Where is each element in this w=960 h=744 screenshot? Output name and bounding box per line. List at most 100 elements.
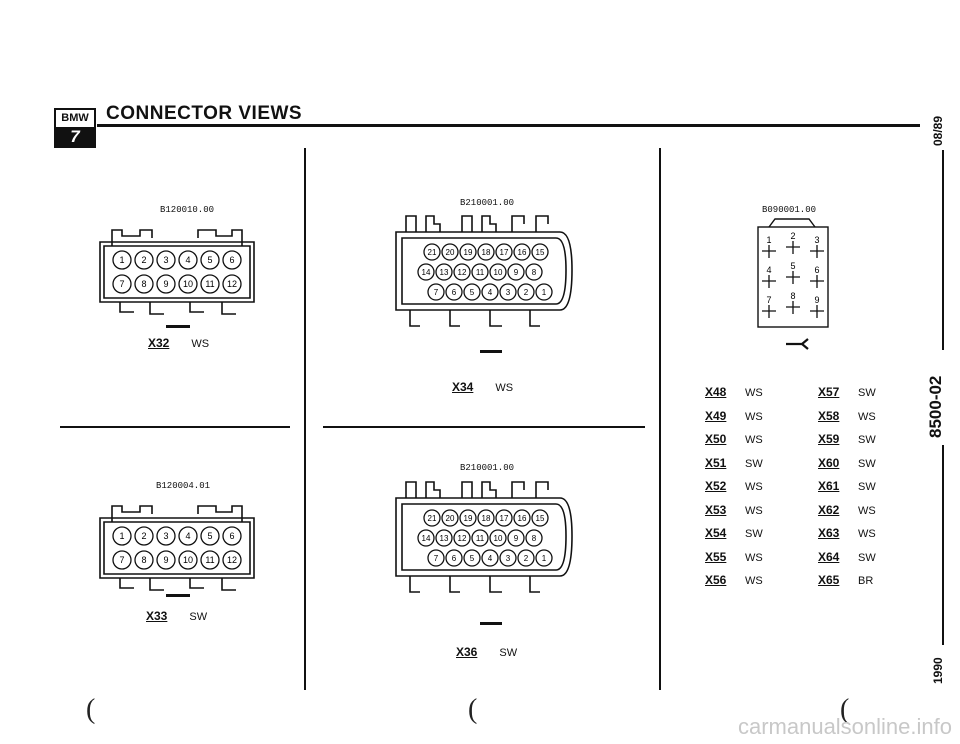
pin-number: 18 [482, 248, 491, 257]
pin-number: 4 [488, 288, 493, 297]
pin-circle [112, 526, 132, 546]
wire-color: SW [858, 387, 876, 399]
pin-circle [453, 263, 471, 281]
connector-id: X52 [705, 479, 727, 493]
pin-number: 11 [205, 279, 214, 289]
pin-number: 4 [766, 265, 771, 275]
pin-number: 9 [514, 268, 519, 277]
pin-circle [112, 550, 132, 570]
column-divider-1 [304, 148, 306, 690]
pin-number: 7 [119, 555, 124, 565]
pin-number: 7 [434, 288, 439, 297]
pin-circle [525, 263, 543, 281]
bmw-logo: BMW 7 [54, 108, 96, 148]
pin-circle [459, 243, 477, 261]
pin-terminal [762, 305, 776, 318]
pin-number: 5 [207, 255, 212, 265]
pin-number: 19 [464, 514, 473, 523]
pin-circle [178, 274, 198, 294]
connector-id: X56 [705, 573, 727, 587]
pin-circle [200, 274, 220, 294]
pin-circle [156, 250, 176, 270]
pin-circle [463, 283, 481, 301]
pin-number: 7 [766, 295, 771, 305]
pin-number: 4 [488, 554, 493, 563]
pin-number: 8 [532, 268, 537, 277]
pin-circle [471, 263, 489, 281]
pin-circle [178, 250, 198, 270]
pin-circle [481, 549, 499, 567]
pin-number: 13 [440, 534, 449, 543]
connector-id: X34 [452, 380, 474, 394]
pin-number: 17 [500, 248, 509, 257]
wire-color: SW [858, 434, 876, 446]
part-number: B210001.00 [460, 198, 515, 208]
pin-number: 12 [227, 279, 237, 289]
pin-circle [427, 283, 445, 301]
pin-number: 18 [482, 514, 491, 523]
connector-id: X50 [705, 432, 727, 446]
pin-circle [134, 274, 154, 294]
wire-color: SW [745, 457, 763, 470]
pin-circle [156, 274, 176, 294]
pin-circle [427, 549, 445, 567]
connector-id: X58 [818, 408, 840, 423]
pin-circle [417, 263, 435, 281]
pin-number: 5 [207, 531, 212, 541]
pin-circle [513, 243, 531, 261]
wire-color: WS [858, 528, 876, 540]
pin-number: 14 [422, 534, 431, 543]
pin-number: 2 [524, 554, 529, 563]
row-divider-middle [323, 426, 645, 428]
pin-number: 6 [452, 554, 457, 563]
wire-color: SW [858, 457, 876, 470]
pin-circle [134, 526, 154, 546]
pin-circle [513, 509, 531, 527]
pin-circle [423, 243, 441, 261]
pin-circle [441, 509, 459, 527]
pin-circle [222, 526, 242, 546]
pin-number: 20 [446, 248, 455, 257]
pin-terminal [810, 275, 824, 288]
pin-number: 9 [514, 534, 519, 543]
pin-circle [417, 529, 435, 547]
orientation-mark [480, 622, 502, 625]
pin-circle [112, 250, 132, 270]
pin-number: 3 [814, 235, 819, 245]
connector-id: X36 [456, 645, 478, 659]
pin-number: 12 [227, 555, 237, 565]
pin-circle [471, 529, 489, 547]
wire-color: WS [745, 551, 763, 564]
pin-number: 10 [494, 534, 503, 543]
pin-number: 16 [518, 514, 527, 523]
pin-number: 5 [470, 288, 475, 297]
pin-number: 2 [141, 255, 146, 265]
wire-color: WS [745, 575, 763, 587]
pin-circle [489, 529, 507, 547]
pin-circle [200, 550, 220, 570]
pin-number: 8 [141, 279, 146, 289]
pin-terminal [762, 275, 776, 288]
pin-number: 21 [428, 248, 437, 257]
list-item: X52 WS [705, 479, 763, 493]
pin-terminal [810, 305, 824, 318]
page-title: CONNECTOR VIEWS [106, 103, 303, 124]
pin-circle [435, 263, 453, 281]
pin-circle [222, 550, 242, 570]
wire-color: WS [745, 481, 763, 493]
pin-circle [499, 549, 517, 567]
pin-circle [517, 283, 535, 301]
pin-circle [481, 283, 499, 301]
list-item: X56 WS [705, 573, 763, 587]
pin-terminal [786, 301, 800, 314]
